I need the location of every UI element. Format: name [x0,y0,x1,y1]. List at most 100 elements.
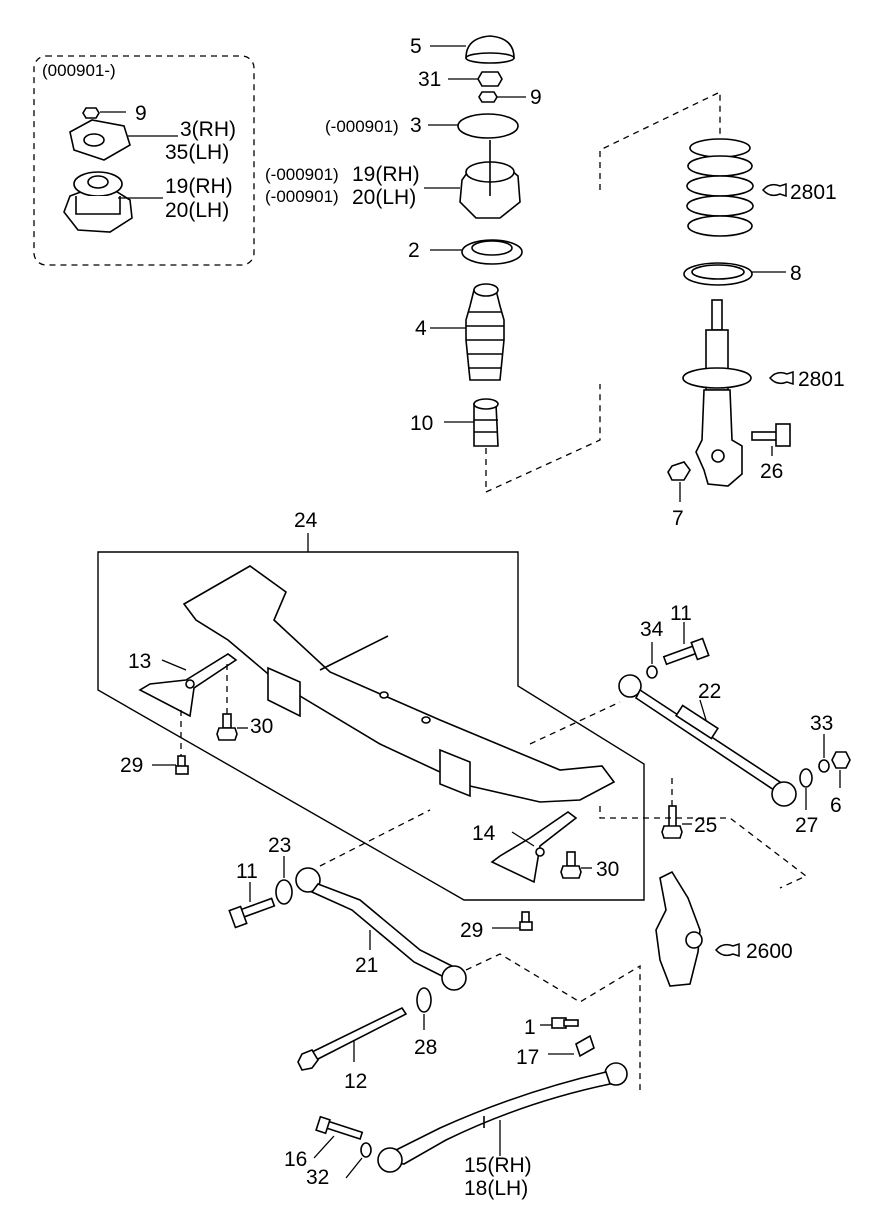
bolt-1 [551,1017,579,1029]
washer-27 [799,768,813,788]
washer-32 [360,1142,372,1158]
label-2: 2 [408,239,420,262]
nut-7 [667,461,691,481]
inset-nut-9 [82,107,100,119]
label-23: 23 [268,834,291,857]
label-13: 13 [128,650,151,673]
bolt-30b [560,851,582,879]
inset-plate-3-35 [69,119,131,161]
label-20: 20(LH) [352,186,416,209]
knuckle-2600 [655,870,703,987]
label-19: 19(RH) [352,163,420,186]
inset-label-9: 9 [135,102,147,125]
inset-title: (000901-) [42,61,116,80]
label-3: 3 [410,114,422,137]
bracket-13 [138,653,238,718]
bolt-12 [297,1006,408,1071]
ref-pointer-icon [769,370,794,386]
label-25: 25 [694,814,717,837]
bolt-16 [315,1115,364,1141]
label-30b: 30 [596,858,619,881]
label-27: 27 [795,814,818,837]
label-9: 9 [530,86,542,109]
nut-6 [831,751,851,769]
label-32: 32 [306,1166,329,1189]
label-5: 5 [410,35,422,58]
inset-label-3: 3(RH) [180,118,236,141]
lateral-arms-group: 22 34 11 27 33 6 25 [228,602,851,1093]
bolt-11a [662,637,710,666]
label-34: 34 [640,618,664,641]
label-30a: 30 [250,715,273,738]
label-12: 12 [344,1070,367,1093]
label-28: 28 [414,1036,437,1059]
bolt-29a [175,755,189,775]
strut-stack: 5 31 9 (-000901) 3 (-000901) 19(RH) (-00… [265,35,601,494]
spring-seat-8 [683,262,753,286]
shock-absorber-strut [682,299,752,487]
inset-box: (000901-) 9 3(RH) 35(LH) 19(RH) 20(LH) [33,55,255,266]
mount-19-20 [459,140,521,219]
label-2801a: 2801 [790,181,837,204]
inset-label-35: 35(LH) [165,141,229,164]
trailing-arm-15-18 [377,1062,628,1173]
label-17: 17 [516,1046,539,1069]
ref-pointer-icon [762,182,787,198]
inset-label-20: 20(LH) [165,199,229,222]
lateral-arm-21 [295,867,467,991]
label-10: 10 [410,412,433,435]
bracket-14 [490,811,578,884]
washer-33 [818,759,830,773]
label-15: 15(RH) [464,1154,532,1177]
bump-stop-10 [473,398,499,447]
label-11a: 11 [670,602,692,625]
label-24: 24 [294,509,318,532]
label-14: 14 [472,822,496,845]
label-21: 21 [355,954,378,977]
bracket-17 [575,1034,595,1058]
label-22: 22 [698,680,721,703]
washer-34 [646,665,658,679]
nut-31 [477,71,503,87]
inset-label-19: 19(RH) [165,175,233,198]
label-20-prefix: (-000901) [265,187,339,206]
label-4: 4 [415,317,427,340]
label-19-prefix: (-000901) [265,165,339,184]
label-11b: 11 [236,860,258,883]
crossmember-beam [182,565,616,803]
ref-pointer-icon [715,942,740,958]
label-16: 16 [284,1148,307,1171]
label-7: 7 [672,507,684,530]
bolt-26 [751,423,791,447]
bolt-25 [661,805,683,839]
label-26: 26 [760,460,783,483]
inset-mount-19-20 [63,171,133,233]
bolt-30a [216,713,238,741]
washer-23 [275,879,293,905]
crossmember-group: 24 13 30 29 [97,509,645,942]
nut-9 [478,91,498,103]
washer-28 [416,987,432,1013]
spring-shock-group: 2801 8 2801 26 7 [599,90,845,530]
label-29b: 29 [460,919,483,942]
dust-cap-5 [465,35,515,64]
label-2801b: 2801 [798,368,845,391]
label-33: 33 [810,712,833,735]
trailing-arm-group: 1 17 15(RH) 18(LH) 16 32 [284,1016,628,1200]
coil-spring-2801 [686,138,754,237]
label-6: 6 [830,794,842,817]
label-8: 8 [790,262,802,285]
label-1: 1 [524,1016,536,1039]
label-29a: 29 [120,754,143,777]
plate-3 [457,113,519,139]
label-18: 18(LH) [464,1177,528,1200]
lateral-arm-22 [618,674,797,807]
label-3-prefix: (-000901) [325,117,399,136]
bellows-4 [465,283,505,381]
bolt-29b [519,911,533,931]
label-2600: 2600 [746,940,793,963]
bolt-11b [228,897,276,929]
spring-seat-2 [461,239,523,265]
label-31: 31 [418,68,441,91]
